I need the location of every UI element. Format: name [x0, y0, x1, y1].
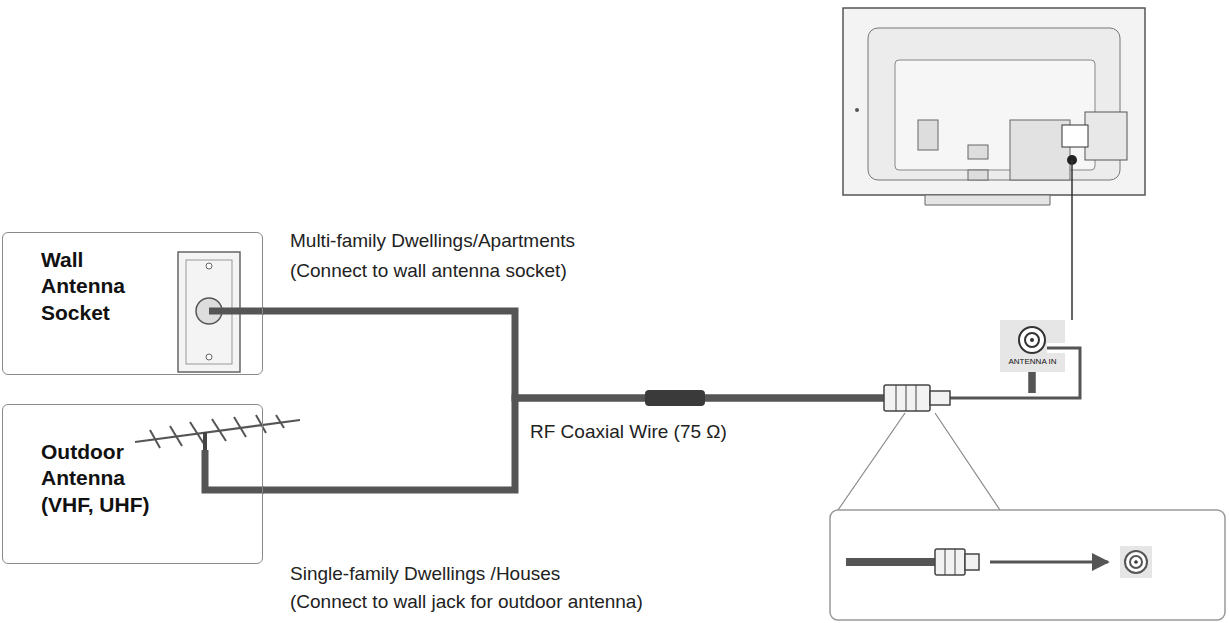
socket-pin [1030, 338, 1034, 342]
antenna-elements [150, 415, 284, 448]
tv-panel [868, 28, 1120, 180]
tv-port [968, 145, 988, 159]
cable-label: RF Coaxial Wire (75 Ω) [530, 420, 727, 444]
socket-ring [1130, 556, 1142, 568]
screw [206, 263, 212, 269]
antenna-source-box: Wall Antenna Socket [2, 232, 263, 375]
tv-side-box [1085, 112, 1127, 160]
plug-tip [965, 554, 979, 570]
plug-body [935, 549, 965, 575]
antenna-in-jack: ANTENNA IN [1000, 320, 1066, 372]
inset-detail [830, 510, 1225, 620]
note-text: Multi-family Dwellings/Apartments [290, 229, 575, 253]
socket-ring [1125, 551, 1147, 573]
leader-line [1071, 160, 1073, 320]
tv-back [843, 8, 1145, 320]
socket-pin [1134, 560, 1138, 564]
tv-port [968, 170, 988, 180]
thin-cable [950, 348, 1080, 398]
coax-wire [205, 450, 264, 490]
node-title: Wall Antenna Socket [41, 247, 151, 326]
coax-cable [263, 372, 1032, 490]
node-title: Outdoor Antenna (VHF, UHF) [41, 439, 166, 518]
port-label: ANTENNA IN [1000, 357, 1065, 367]
wire-mask [950, 348, 1080, 398]
note-text: Single-family Dwellings /Houses [290, 562, 560, 586]
wall-socket [178, 252, 264, 372]
antenna-boom [135, 420, 300, 442]
outdoor-antenna [135, 415, 300, 490]
leader-line [838, 413, 905, 510]
leader-line [935, 413, 1000, 510]
screw [206, 354, 212, 360]
socket-ring [1025, 333, 1039, 347]
plug-tip [930, 391, 950, 405]
insert-arrow [990, 561, 1108, 564]
inset-frame [830, 510, 1225, 620]
tv-port [918, 120, 938, 150]
tv-stand [925, 195, 1050, 205]
antenna-source-box: Outdoor Antenna (VHF, UHF) [2, 404, 263, 564]
coax-wire [846, 558, 936, 566]
socket-ground [1120, 546, 1152, 578]
tv-cable-clip [1062, 125, 1088, 147]
note-text: (Connect to wall antenna socket) [290, 259, 567, 283]
ferrite-core [645, 390, 705, 406]
tv-housing [843, 8, 1145, 195]
tv-terminal-panel [1010, 120, 1070, 180]
coax-plug [884, 385, 950, 411]
coax-wire [209, 308, 264, 315]
plug-body [884, 385, 930, 411]
socket-ring [1019, 327, 1045, 353]
tv-led [855, 108, 859, 112]
note-text: (Connect to wall jack for outdoor antenn… [290, 590, 643, 614]
